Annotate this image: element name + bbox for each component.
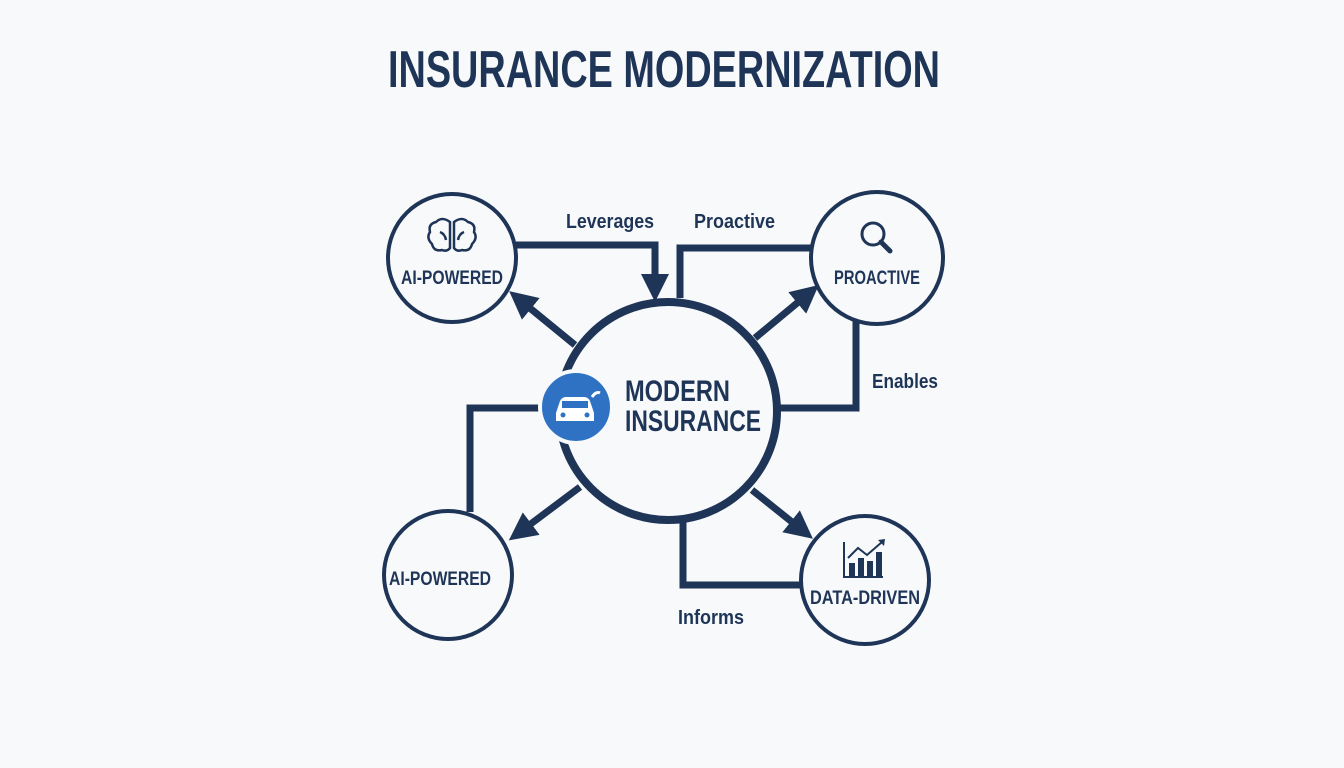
edge-label-enables: Enables xyxy=(872,371,938,393)
node-ai-powered-top: AI-POWERED xyxy=(386,192,518,324)
center-label-line2: INSURANCE xyxy=(625,405,761,438)
center-label-line1: MODERN xyxy=(625,375,730,408)
connector-informs xyxy=(679,520,800,589)
edge-label-informs: Informs xyxy=(678,607,744,629)
edge-label-leverages: Leverages xyxy=(566,211,654,233)
node-label: AI-POWERED xyxy=(389,569,491,590)
connectors xyxy=(466,241,860,589)
bar-chart-icon xyxy=(843,539,885,578)
node-label: AI-POWERED xyxy=(401,268,503,289)
node-proactive: PROACTIVE xyxy=(809,190,945,326)
connector-proactive xyxy=(676,244,812,298)
node-ai-powered-bottom: AI-POWERED xyxy=(382,509,514,641)
arrow-to-data-driven xyxy=(749,487,813,539)
connector-enables xyxy=(778,320,860,412)
magnifier-icon xyxy=(860,221,893,254)
brain-icon xyxy=(427,217,477,252)
node-label: DATA-DRIVEN xyxy=(810,588,920,609)
arrow-to-proactive xyxy=(752,285,819,341)
arrow-to-ai-powered-bottom xyxy=(508,484,583,541)
page-title: INSURANCE MODERNIZATION xyxy=(388,41,940,99)
arrow-to-ai-powered-top xyxy=(509,291,578,348)
node-data-driven: DATA-DRIVEN xyxy=(799,514,931,646)
edge-label-proactive: Proactive xyxy=(694,211,775,233)
node-label: PROACTIVE xyxy=(834,268,920,289)
connector-left xyxy=(466,404,540,512)
connector-leverages xyxy=(516,241,669,302)
car-plug-icon xyxy=(538,369,614,445)
